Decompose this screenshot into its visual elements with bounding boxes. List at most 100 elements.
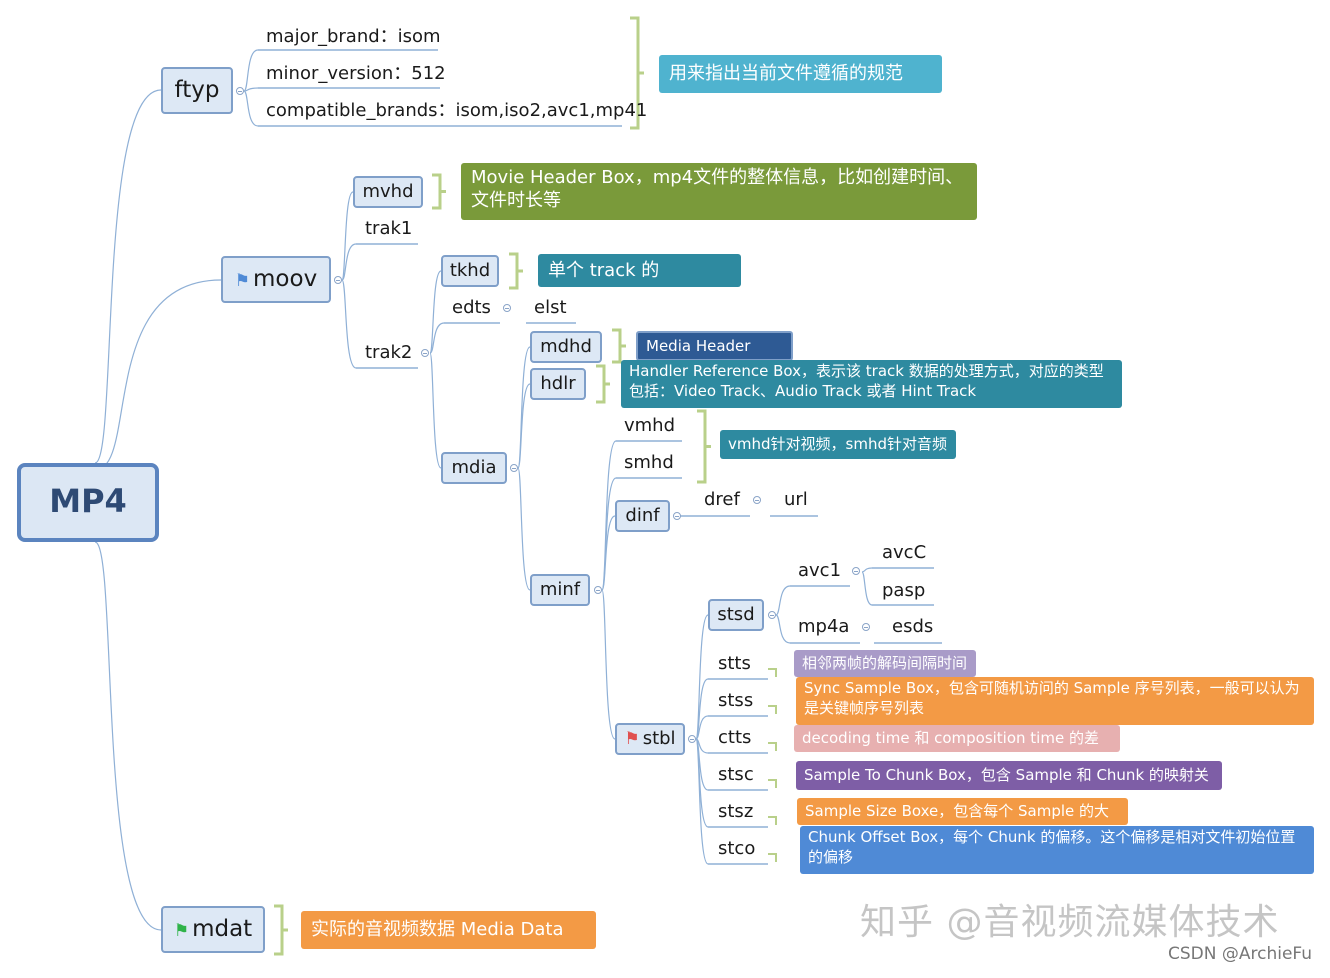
link-avc1-avcC xyxy=(861,567,873,573)
node-smhd[interactable]: smhd xyxy=(624,452,674,473)
link-mdia-mdhd xyxy=(517,346,531,469)
node-minf[interactable]: minf xyxy=(530,574,590,606)
bracket-row-2 xyxy=(768,742,777,751)
node-avcC[interactable]: avcC xyxy=(882,542,927,563)
node-mp4a[interactable]: mp4a xyxy=(798,616,850,637)
node-dref[interactable]: dref xyxy=(704,489,740,510)
bracket-row-3 xyxy=(768,779,777,788)
green-flag-icon: ⚑ xyxy=(173,921,190,941)
link-ftyp-major xyxy=(243,49,259,92)
link-stbl-row-1 xyxy=(695,715,709,740)
red-flag-icon: ⚑ xyxy=(624,729,640,749)
node-hdlr[interactable]: hdlr xyxy=(530,368,586,400)
bracket-mdat xyxy=(274,904,288,956)
note-stts: 相邻两帧的解码间隔时间 xyxy=(794,650,976,677)
ftyp-field-compatible-brands: compatible_brands：isom,iso2,avc1,mp41 xyxy=(266,100,648,121)
link-trak2-edts xyxy=(429,322,445,354)
node-stbl-label: stbl xyxy=(642,728,676,749)
link-ftyp-minor xyxy=(243,87,259,92)
node-ftyp[interactable]: ftyp xyxy=(161,67,233,114)
collapse-toggle-moov[interactable] xyxy=(334,276,342,284)
collapse-toggle-mdia[interactable] xyxy=(510,464,518,472)
link-avc1-pasp xyxy=(861,571,873,606)
collapse-toggle-minf[interactable] xyxy=(594,586,602,594)
link-root-moov xyxy=(94,279,222,471)
collapse-toggle-stsd[interactable] xyxy=(768,611,776,619)
node-edts[interactable]: edts xyxy=(452,297,491,318)
link-moov-mvhd xyxy=(341,191,354,281)
node-stsc[interactable]: stsc xyxy=(718,764,754,785)
note-hdlr: Handler Reference Box，表示该 track 数据的处理方式，… xyxy=(621,360,1122,408)
note-vmhd-smhd: vmhd针对视频，smhd针对音频 xyxy=(720,430,956,459)
node-stss[interactable]: stss xyxy=(718,690,754,711)
node-stbl[interactable]: ⚑stbl xyxy=(615,723,685,755)
note-stco: Chunk Offset Box，每个 Chunk 的偏移。这个偏移是相对文件初… xyxy=(800,826,1314,874)
link-minf-dinf xyxy=(601,515,616,591)
root-node-mp4[interactable]: MP4 xyxy=(17,463,159,542)
note-stsz: Sample Size Boxe，包含每个 Sample 的大小 xyxy=(797,798,1128,845)
note-stss: Sync Sample Box，包含可随机访问的 Sample 序号列表，一般可… xyxy=(796,677,1314,725)
bracket-vmhd-smhd xyxy=(697,409,711,484)
collapse-toggle-trak2[interactable] xyxy=(421,349,429,357)
note-ctts: decoding time 和 composition time 的差值 xyxy=(794,725,1120,772)
collapse-toggle-avc1[interactable] xyxy=(852,567,860,575)
zhihu-watermark: 知乎 @音视频流媒体技术 xyxy=(860,902,1280,943)
collapse-toggle-ftyp[interactable] xyxy=(236,87,244,95)
bracket-row-1 xyxy=(768,705,777,714)
bracket-ftyp xyxy=(630,16,644,130)
link-trak2-mdia xyxy=(429,352,442,469)
note-ftyp: 用来指出当前文件遵循的规范 xyxy=(659,55,942,93)
node-pasp[interactable]: pasp xyxy=(882,580,926,601)
node-vmhd[interactable]: vmhd xyxy=(624,415,676,436)
collapse-toggle-dref[interactable] xyxy=(753,496,761,504)
collapse-toggle-stbl[interactable] xyxy=(688,735,696,743)
link-root-mdat xyxy=(94,541,162,931)
ftyp-field-major-brand: major_brand：isom xyxy=(266,26,441,47)
node-esds[interactable]: esds xyxy=(892,616,934,637)
node-mvhd[interactable]: mvhd xyxy=(353,176,423,208)
node-ctts[interactable]: ctts xyxy=(718,727,752,748)
collapse-toggle-dinf[interactable] xyxy=(673,512,681,520)
link-stsd-avc1 xyxy=(775,585,791,616)
node-avc1[interactable]: avc1 xyxy=(798,560,842,581)
bracket-row-5 xyxy=(768,853,777,862)
bracket-hdlr xyxy=(596,364,610,404)
link-ftyp-compat xyxy=(243,90,259,127)
collapse-toggle-edts[interactable] xyxy=(503,304,511,312)
node-stsz[interactable]: stsz xyxy=(718,801,754,822)
node-mdia[interactable]: mdia xyxy=(441,452,507,484)
link-minf-smhd xyxy=(601,477,617,591)
node-stts[interactable]: stts xyxy=(718,653,751,674)
collapse-toggle-mp4a[interactable] xyxy=(862,623,870,631)
link-trak2-tkhd xyxy=(429,270,442,354)
node-url[interactable]: url xyxy=(784,489,808,510)
node-trak1[interactable]: trak1 xyxy=(365,218,413,239)
note-tkhd: 单个 track 的 metadata xyxy=(538,254,741,308)
node-mdat[interactable]: ⚑mdat xyxy=(161,906,265,953)
ftyp-field-minor-version: minor_version：512 xyxy=(266,63,446,84)
blue-flag-icon: ⚑ xyxy=(234,271,251,291)
node-stsd[interactable]: stsd xyxy=(708,599,764,631)
node-moov[interactable]: ⚑moov xyxy=(221,256,331,303)
node-mdat-label: mdat xyxy=(192,916,253,942)
bracket-row-0 xyxy=(768,668,777,677)
link-stbl-row-5 xyxy=(695,738,709,865)
link-minf-vmhd xyxy=(601,440,617,591)
node-stco[interactable]: stco xyxy=(718,838,756,859)
node-elst[interactable]: elst xyxy=(534,297,567,318)
note-stsc: Sample To Chunk Box，包含 Sample 和 Chunk 的映… xyxy=(796,761,1222,811)
link-minf-stbl xyxy=(601,589,616,740)
note-mdhd: Media Header Box xyxy=(636,331,793,379)
link-moov-trak1 xyxy=(341,243,357,281)
link-mdia-hdlr xyxy=(517,383,531,469)
csdn-watermark: CSDN @ArchieFu xyxy=(1168,944,1313,964)
link-root-ftyp xyxy=(94,89,162,464)
bracket-mvhd xyxy=(432,173,446,210)
node-mdhd[interactable]: mdhd xyxy=(530,331,602,363)
node-trak2[interactable]: trak2 xyxy=(365,342,413,363)
node-dinf[interactable]: dinf xyxy=(615,500,670,532)
bracket-mdhd xyxy=(612,328,626,364)
bracket-row-4 xyxy=(768,816,777,825)
node-tkhd[interactable]: tkhd xyxy=(441,255,499,287)
